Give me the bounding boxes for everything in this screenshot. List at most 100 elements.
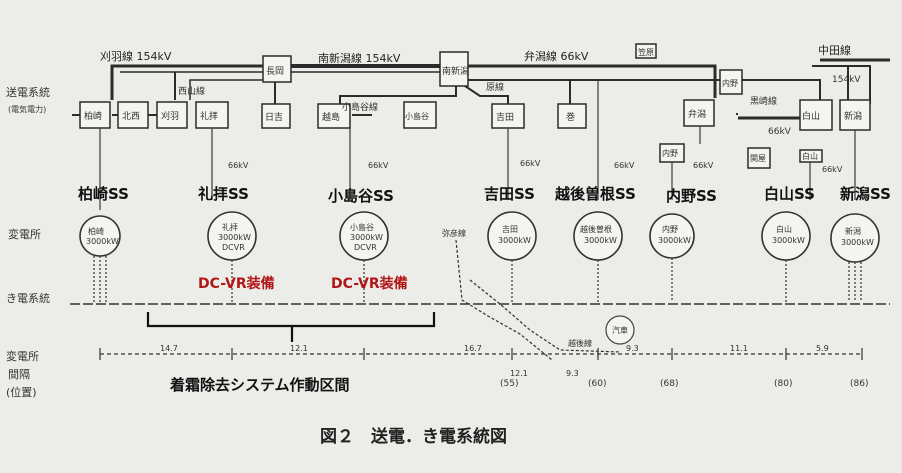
row-label-feeding: き電系統 <box>6 291 50 305</box>
inner-shirayama-2: 3000kW <box>772 236 805 245</box>
lbl-seki: 関屋 <box>750 154 766 163</box>
kozashima-feed <box>339 80 457 106</box>
section-bracket <box>146 312 436 342</box>
branch-kisha: 汽車 <box>612 325 628 335</box>
ss-to-feeder <box>93 256 862 302</box>
box-links <box>146 113 738 116</box>
row-labels: 送電系統 (電気電力) 変電所 き電系統 変電所 間隔 (位置) <box>6 85 50 399</box>
section-label: 着霜除去システム作動区間 <box>169 376 350 394</box>
row-label-spacing-1: 変電所 <box>6 349 39 363</box>
line-nakada-kv: 154kV <box>832 75 861 85</box>
inner-kashiwazaki-2: 3000kW <box>86 237 119 246</box>
spacing-3: 12.1 <box>510 369 528 378</box>
ss-name-raihai: 礼拝SS <box>198 185 249 203</box>
row-label-substation: 変電所 <box>8 227 41 241</box>
kisha-circle <box>605 315 635 345</box>
inner-raihai-1: 礼拝 <box>222 222 238 232</box>
kariwa-line <box>110 64 268 100</box>
spacing-7: 5.9 <box>816 344 829 353</box>
line-names: 刈羽線 154kV 南新潟線 154kV 弁潟線 66kV 中田線 154kV … <box>100 43 861 137</box>
box-nikko <box>261 103 291 129</box>
lbl-kashiwazaki: 柏崎 <box>84 110 102 122</box>
row-label-spacing-3: (位置) <box>6 385 37 399</box>
pos-3: (80) <box>774 379 792 389</box>
top-box-labels: 長岡 南新潟 笠原 柏崎 北西 刈羽 礼拝 日吉 越島 小島谷 吉田 巻 弁潟 … <box>84 47 862 163</box>
kv-soneya: 66kV <box>614 161 635 170</box>
top-boxes <box>79 43 871 169</box>
inner-uchino-2: 3000kW <box>658 236 691 245</box>
box-kariwa <box>156 101 188 129</box>
lbl-uchino-top: 内野 <box>722 78 738 88</box>
lbl-nikko: 日吉 <box>265 112 283 123</box>
transmission-network <box>72 58 890 120</box>
lbl-kariwa: 刈羽 <box>161 110 179 122</box>
ss-name-ojiya: 小島谷SS <box>328 187 394 205</box>
branch-yahiko: 弥彦線 <box>442 228 466 238</box>
box-higashi <box>117 101 149 129</box>
yahiko-branch <box>455 239 553 361</box>
kv-ojiya: 66kV <box>368 161 389 170</box>
line-kurozaki-kv: 66kV <box>768 127 792 137</box>
box-ojiya <box>403 101 437 129</box>
lbl-kasahara: 笠原 <box>638 47 654 57</box>
ss-circle-kashiwazaki <box>79 215 121 257</box>
nishiyama-line <box>189 79 275 100</box>
lbl-niigata: 新潟 <box>844 110 862 122</box>
box-kojima <box>317 103 351 129</box>
pos-1: (60) <box>588 379 606 389</box>
line-kariwa: 刈羽線 154kV <box>100 49 172 63</box>
inner-niigata-1: 新潟 <box>845 226 861 236</box>
line-kurozaki: 黒崎線 <box>750 95 777 107</box>
lbl-shirayama: 白山 <box>802 110 820 122</box>
spacing-4: 9.3 <box>626 344 639 353</box>
lbl-bandai: 弁潟 <box>688 108 706 120</box>
inner-soneya-2: 3000kW <box>584 236 617 245</box>
line-bandai: 弁潟線 66kV <box>524 49 589 63</box>
lbl-raihai: 礼拝 <box>200 110 218 122</box>
ss-name-uchino: 内野SS <box>666 187 717 205</box>
inner-raihai-3: DCVR <box>222 243 245 252</box>
inner-raihai-2: 3000kW <box>218 233 251 242</box>
line-minami-niigata: 南新潟線 154kV <box>318 51 401 65</box>
ss-name-shirayama: 白山SS <box>764 185 815 203</box>
inner-yoshida-2: 3000kW <box>498 236 531 245</box>
box-maki <box>557 103 587 129</box>
inner-ojiya-1: 小島谷 <box>350 222 374 232</box>
inner-yoshida-1: 吉田 <box>502 225 518 234</box>
spacing-1: 12.1 <box>290 344 308 353</box>
nakada-line <box>812 65 871 104</box>
spacing-0: 14.7 <box>160 344 178 353</box>
row-label-transmission-sub: (電気電力) <box>8 104 46 114</box>
substation-inner-labels: 柏崎 3000kW 礼拝 3000kW DCVR 小島谷 3000kW DCVR… <box>86 222 874 252</box>
dcvr-raihai: DC-VR装備 <box>198 275 275 292</box>
box-niigata <box>839 99 871 131</box>
right-trunk <box>466 79 821 104</box>
lbl-kojima: 越島 <box>322 111 340 123</box>
spacing-axis <box>99 348 863 360</box>
spacing-5: 9.3 <box>566 369 579 378</box>
spacing-values: 14.7 12.1 16.7 12.1 9.3 9.3 11.1 5.9 <box>160 344 829 378</box>
lbl-shiroyama-small: 白山 <box>802 151 818 161</box>
pos-2: (68) <box>660 379 678 389</box>
lbl-maki: 巻 <box>566 111 575 123</box>
kv-uchino: 66kV <box>693 161 714 170</box>
echigo-branch <box>469 279 621 353</box>
bandai-66kv-line <box>466 64 717 98</box>
lbl-higashi: 北西 <box>122 111 140 122</box>
line-kozashima: 小島谷線 <box>342 101 378 113</box>
kv-shirayama: 66kV <box>822 165 843 174</box>
lbl-yoshida: 吉田 <box>496 112 514 123</box>
feeding-line <box>70 239 890 361</box>
positions: (55) (60) (68) (80) (86) <box>500 379 868 389</box>
box-seki <box>747 147 771 169</box>
lbl-nagaoka: 長岡 <box>266 66 284 77</box>
box-shiroyama-small <box>799 149 823 163</box>
line-nishiyama: 西山線 <box>178 85 205 97</box>
figure-caption: 図２ 送電．き電系統図 <box>320 426 507 447</box>
kv-raihai: 66kV <box>228 161 249 170</box>
branch-echigo: 越後線 <box>568 338 592 348</box>
inner-ojiya-2: 3000kW <box>350 233 383 242</box>
line-ekisen: 原線 <box>486 81 504 93</box>
lbl-minami-niigata: 南新潟 <box>442 65 469 77</box>
spacing-2: 16.7 <box>464 344 482 353</box>
